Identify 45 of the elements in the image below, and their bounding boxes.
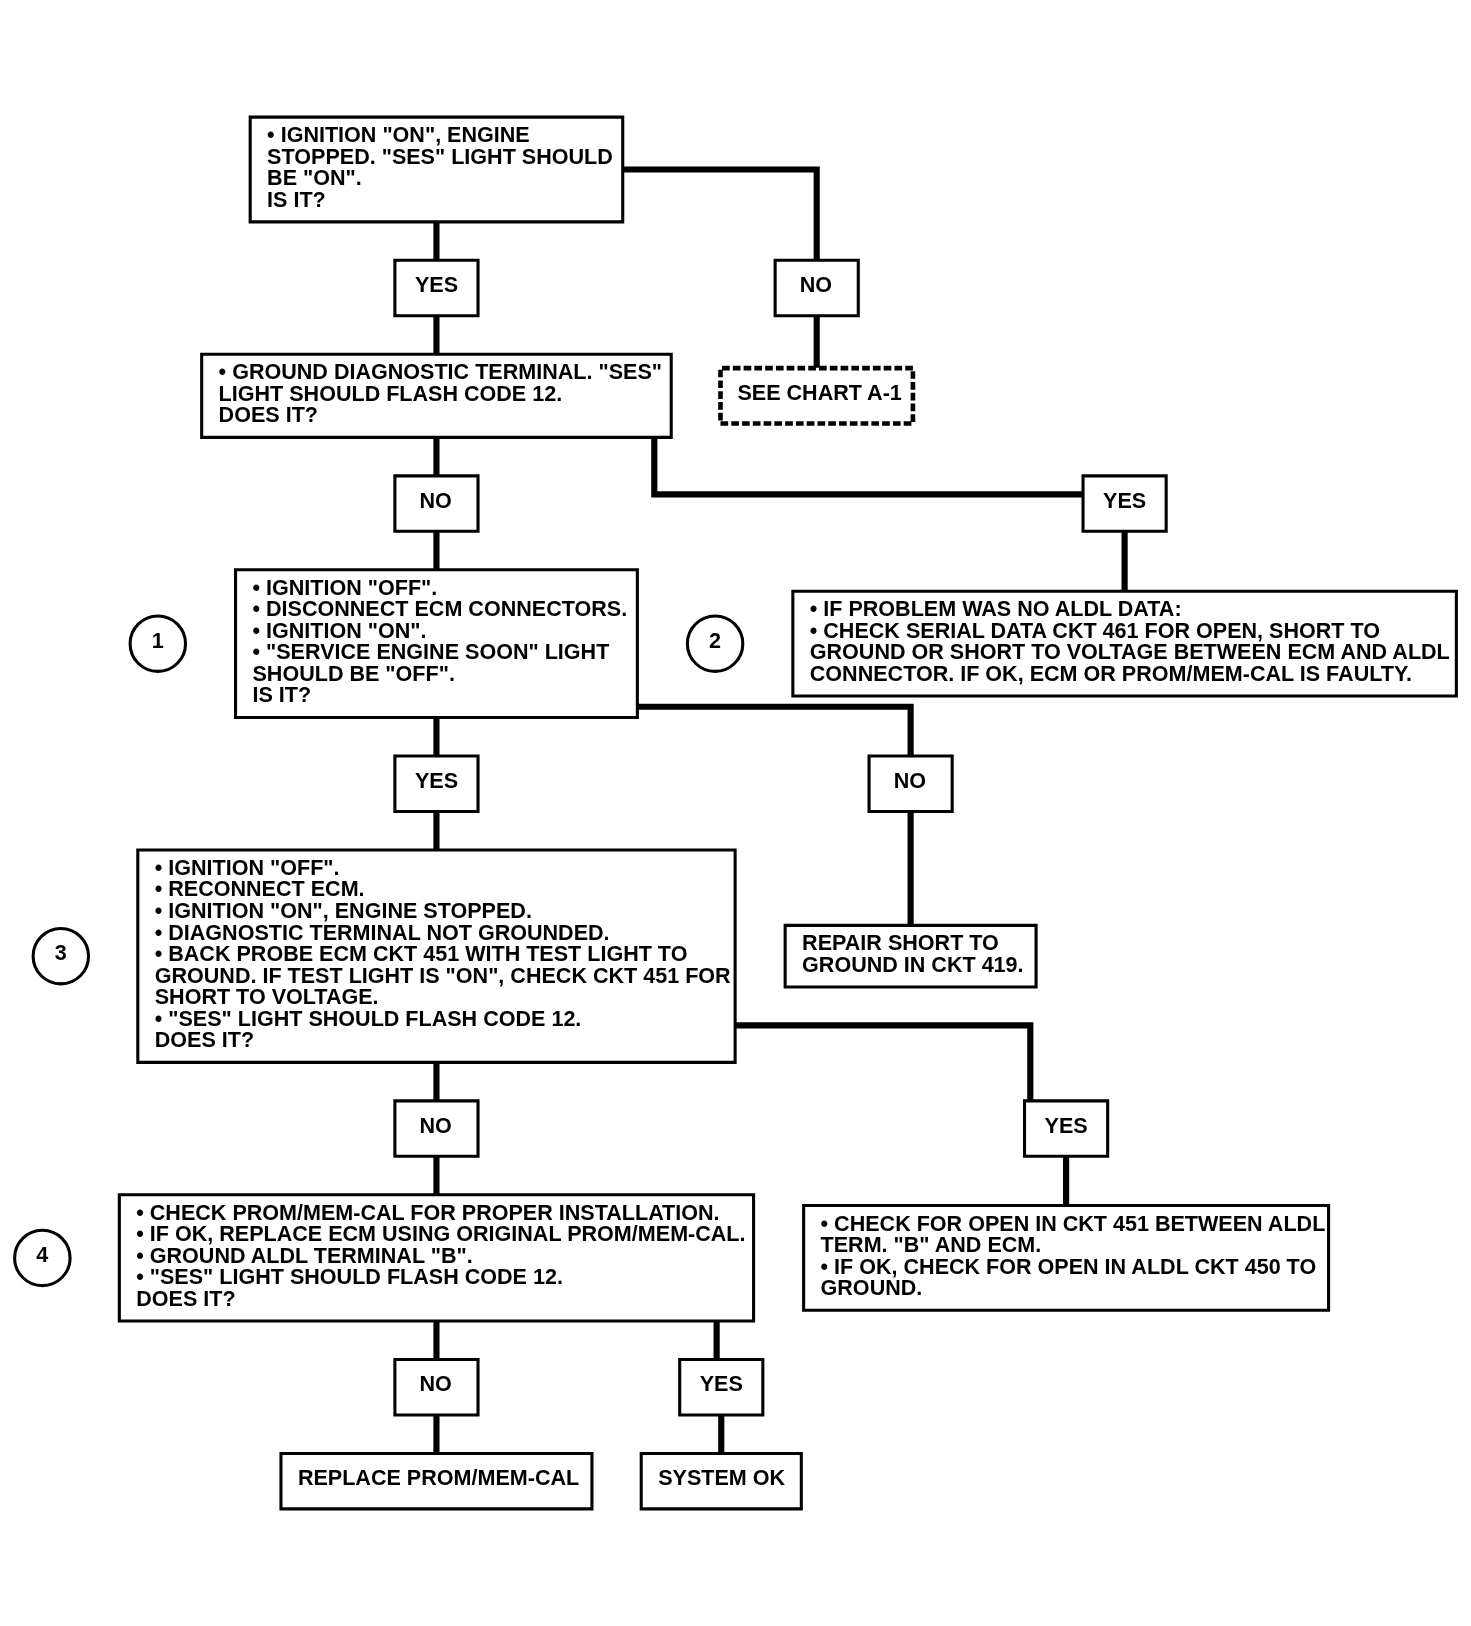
connector: [713, 1321, 720, 1360]
connector: [637, 703, 914, 756]
node-box: NO: [393, 1357, 480, 1417]
node-box: YES: [1023, 1099, 1110, 1158]
node-box: • CHECK PROM/MEM-CAL FOR PROPER INSTALLATION. • IF OK, REPLACE ECM USING ORIGINAL PROM/MEM-CAL. • GROUND ALDL TERMINAL "B". • "SES" LIGHT SHOULD FLASH CODE 12. DOES IT?: [117, 1193, 756, 1323]
node-box: YES: [393, 258, 480, 318]
connector: [433, 315, 440, 354]
connector: [907, 812, 914, 926]
node-box: NO: [393, 1099, 480, 1158]
connector: [1121, 531, 1128, 591]
connector: [433, 812, 440, 850]
connector: [433, 1321, 440, 1360]
connector: [813, 315, 820, 368]
node-circle: 1: [128, 614, 188, 673]
node-box: YES: [393, 754, 480, 813]
connector: [433, 1156, 440, 1195]
node-circle: 3: [31, 926, 91, 986]
node-box: • IGNITION "ON", ENGINE STOPPED. "SES" LIGHT SHOULD BE "ON". IS IT?: [248, 115, 625, 224]
node-box: • IGNITION "OFF". • DISCONNECT ECM CONNECTORS. • IGNITION "ON". • "SERVICE ENGINE SOON" LIGHT SHOULD BE "OFF". IS IT?: [234, 568, 639, 720]
node-box: REPLACE PROM/MEM-CAL: [279, 1451, 594, 1511]
node-circle: 2: [685, 614, 745, 673]
connector: [433, 717, 440, 756]
node-box: NO: [393, 474, 480, 533]
connector: [651, 437, 1083, 498]
connector: [718, 1415, 725, 1453]
connector: [433, 531, 440, 570]
connector: [433, 222, 440, 260]
connector: [1063, 1156, 1070, 1206]
node-box: SEE CHART A-1: [718, 365, 916, 426]
node-box: NO: [773, 258, 860, 318]
node-box: REPAIR SHORT TO GROUND IN CKT 419.: [783, 923, 1038, 989]
connector: [433, 1415, 440, 1453]
node-box: • CHECK FOR OPEN IN CKT 451 BETWEEN ALDL TERM. "B" AND ECM. • IF OK, CHECK FOR OPEN IN ALDL CKT 450 TO GROUND.: [802, 1204, 1331, 1312]
node-box: NO: [867, 754, 954, 813]
node-box: • GROUND DIAGNOSTIC TERMINAL. "SES" LIGHT SHOULD FLASH CODE 12. DOES IT?: [200, 352, 673, 439]
connector: [623, 166, 820, 260]
connector: [433, 437, 440, 476]
node-box: • IGNITION "OFF". • RECONNECT ECM. • IGNITION "ON", ENGINE STOPPED. • DIAGNOSTIC TERMINAL NOT GROUNDED. • BACK PROBE ECM CKT 451 WITH TEST LIGHT TO GROUND. IF TEST LIGHT IS "ON", CHECK CKT 451 FOR SHORT TO VOLTAGE. • "SES" LIGHT SHOULD FLASH CODE 12. DOES IT?: [136, 848, 737, 1064]
node-circle: 4: [13, 1228, 72, 1288]
node-box: SYSTEM OK: [639, 1451, 803, 1511]
node-box: YES: [1081, 474, 1168, 533]
node-box: • IF PROBLEM WAS NO ALDL DATA: • CHECK SERIAL DATA CKT 461 FOR OPEN, SHORT TO GROUND OR SHORT TO VOLTAGE BETWEEN ECM AND ALDL CONNECTOR. IF OK, ECM OR PROM/MEM-CAL IS FAULTY.: [791, 589, 1458, 698]
connector: [433, 1062, 440, 1101]
connector: [735, 1022, 1034, 1101]
node-box: YES: [678, 1357, 765, 1417]
